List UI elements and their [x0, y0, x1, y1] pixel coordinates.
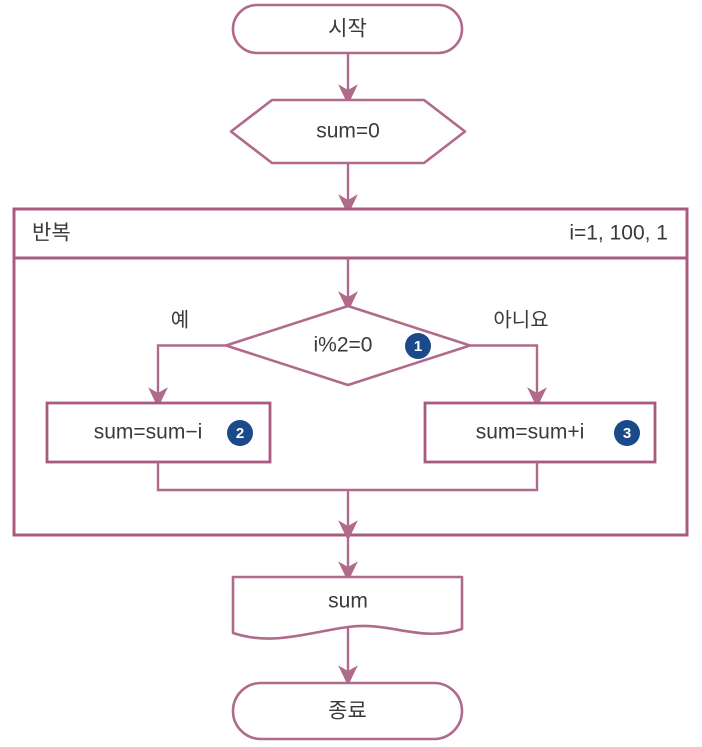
node-end[interactable]: 종료: [231, 681, 464, 741]
process-yes-badge-number: 2: [236, 425, 244, 442]
init-hexagon-shape: [229, 98, 467, 165]
process-no-badge-number: 3: [623, 425, 631, 442]
decision-label: i%2=0: [314, 334, 373, 357]
process-yes-label: sum=sum−i: [94, 421, 203, 444]
node-process-no[interactable]: sum=sum+i 3: [423, 401, 657, 464]
decision-badge: 1: [405, 333, 431, 359]
decision-badge-circle: [405, 333, 431, 359]
process-yes-badge-circle: [227, 420, 253, 446]
process-yes-badge: 2: [227, 420, 253, 446]
process-no-label: sum=sum+i: [476, 421, 585, 444]
connector-decision-no: [470, 344, 547, 408]
loop-header-left-label: 반복: [32, 222, 71, 245]
output-label: sum: [328, 590, 368, 613]
init-label: sum=0: [316, 120, 380, 143]
decision-diamond-shape: [224, 304, 472, 387]
process-no-badge-circle: [614, 420, 640, 446]
output-document-shape: [231, 575, 464, 640]
end-label: 종료: [328, 700, 367, 723]
loop-header-right-label: i=1, 100, 1: [569, 222, 668, 245]
process-no-shape: [423, 401, 657, 464]
decision-badge-number: 1: [414, 338, 422, 355]
end-terminator-shape: [231, 681, 464, 741]
connector-decision-yes: [148, 344, 226, 408]
node-output[interactable]: sum: [231, 575, 464, 640]
node-process-yes[interactable]: sum=sum−i 2: [45, 401, 272, 464]
start-label: 시작: [328, 18, 367, 41]
process-no-badge: 3: [614, 420, 640, 446]
node-init[interactable]: sum=0: [229, 98, 467, 165]
node-decision[interactable]: i%2=0 1: [224, 304, 472, 387]
decision-yes-label: 예: [171, 308, 189, 331]
decision-no-label: 아니요: [493, 308, 548, 331]
node-start[interactable]: 시작: [231, 3, 464, 55]
